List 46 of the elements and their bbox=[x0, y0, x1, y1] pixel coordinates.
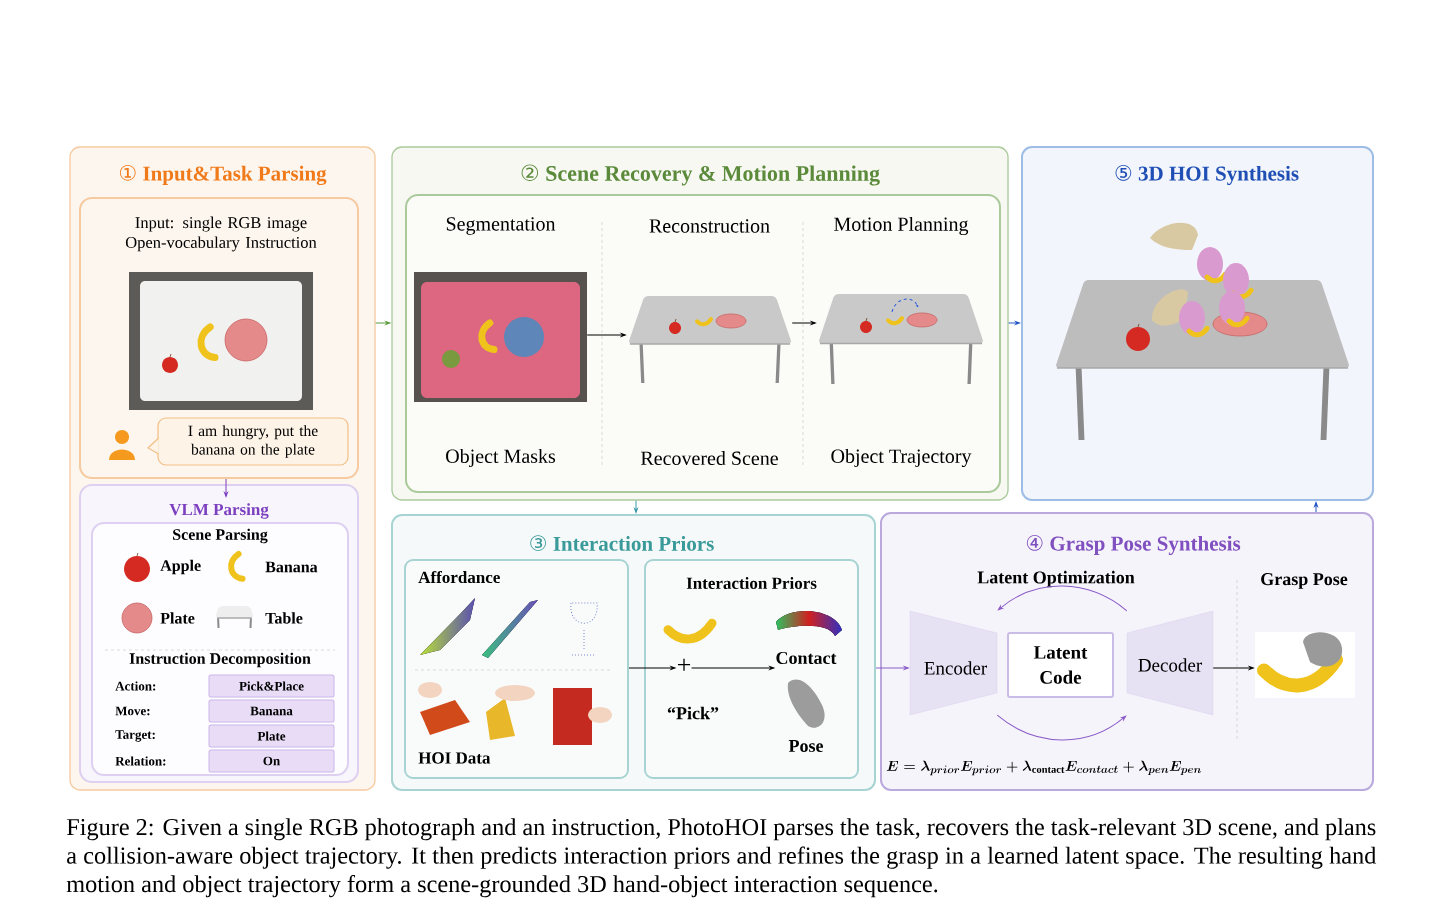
column-caption: Object Masks bbox=[446, 448, 556, 468]
grasp-pose-drawing bbox=[1255, 632, 1355, 698]
column-caption: Object Trajectory bbox=[831, 448, 972, 468]
row-label: Move: bbox=[115, 706, 150, 716]
arrow bbox=[1212, 666, 1254, 670]
arrow bbox=[691, 666, 775, 670]
section-heading: HOI Data bbox=[418, 752, 491, 764]
arrow bbox=[875, 666, 909, 670]
item-label: Table bbox=[265, 612, 303, 624]
output-label: Pose bbox=[788, 740, 824, 752]
column-caption: Recovered Scene bbox=[640, 450, 778, 465]
column-heading: Motion Planning bbox=[834, 216, 969, 236]
speech-bubble: I am hungry, put the banana on the plate bbox=[147, 417, 349, 466]
arrow bbox=[1314, 502, 1318, 513]
encoder-trapezoid: Encoder bbox=[909, 610, 998, 716]
arrow bbox=[586, 333, 626, 337]
column-heading: Reconstruction bbox=[649, 219, 770, 233]
arrow bbox=[224, 478, 228, 497]
item-label: Apple bbox=[160, 559, 201, 575]
row-label: Target: bbox=[115, 730, 155, 742]
arrow bbox=[634, 500, 638, 513]
value-cell: On bbox=[208, 749, 335, 773]
row-label: Action: bbox=[115, 681, 156, 691]
value-cell: Banana bbox=[208, 699, 335, 723]
latent-code-box: Latent Code bbox=[1007, 632, 1114, 698]
curved-arrow bbox=[996, 714, 1127, 741]
row-label: Relation: bbox=[115, 756, 166, 766]
arrow bbox=[375, 321, 391, 325]
column-heading: Segmentation bbox=[446, 217, 556, 235]
decoder-trapezoid: Decoder bbox=[1126, 610, 1214, 716]
plus-sign: + bbox=[678, 658, 691, 671]
curved-arrow bbox=[997, 585, 1128, 612]
section-heading: Instruction Decomposition bbox=[129, 652, 311, 668]
output-label: Contact bbox=[776, 651, 837, 665]
prompt-label: “Pick” bbox=[667, 706, 719, 720]
energy-formula: $E = \lambda_{prior}E_{prior} + \lambda_{\mathrm{contact}}E_{contact} + \lambda_{pen}E_{pen}$ bbox=[886, 760, 1201, 776]
figure-caption: Figure 2: Given a single RGB photograph and an instruction, PhotoHOI parses the task, recovers the task-relevant 3D scene, and plans a collision-aware object trajectory. It then predicts interaction priors and refines the grasp in a learned latent space. The resulting hand motion and object trajectory form a scene-grounded 3D hand-object interaction sequence. bbox=[66, 818, 1377, 898]
arrow bbox=[628, 666, 676, 670]
arrow bbox=[1008, 321, 1020, 325]
section-heading: Grasp Pose bbox=[1261, 573, 1348, 589]
value-cell: Pick&Place bbox=[208, 674, 335, 698]
value-cell: Plate bbox=[208, 724, 335, 748]
arrow bbox=[791, 321, 816, 325]
section-heading: Latent Optimization bbox=[977, 570, 1135, 588]
item-label: Plate bbox=[160, 612, 195, 624]
item-label: Banana bbox=[265, 561, 318, 573]
